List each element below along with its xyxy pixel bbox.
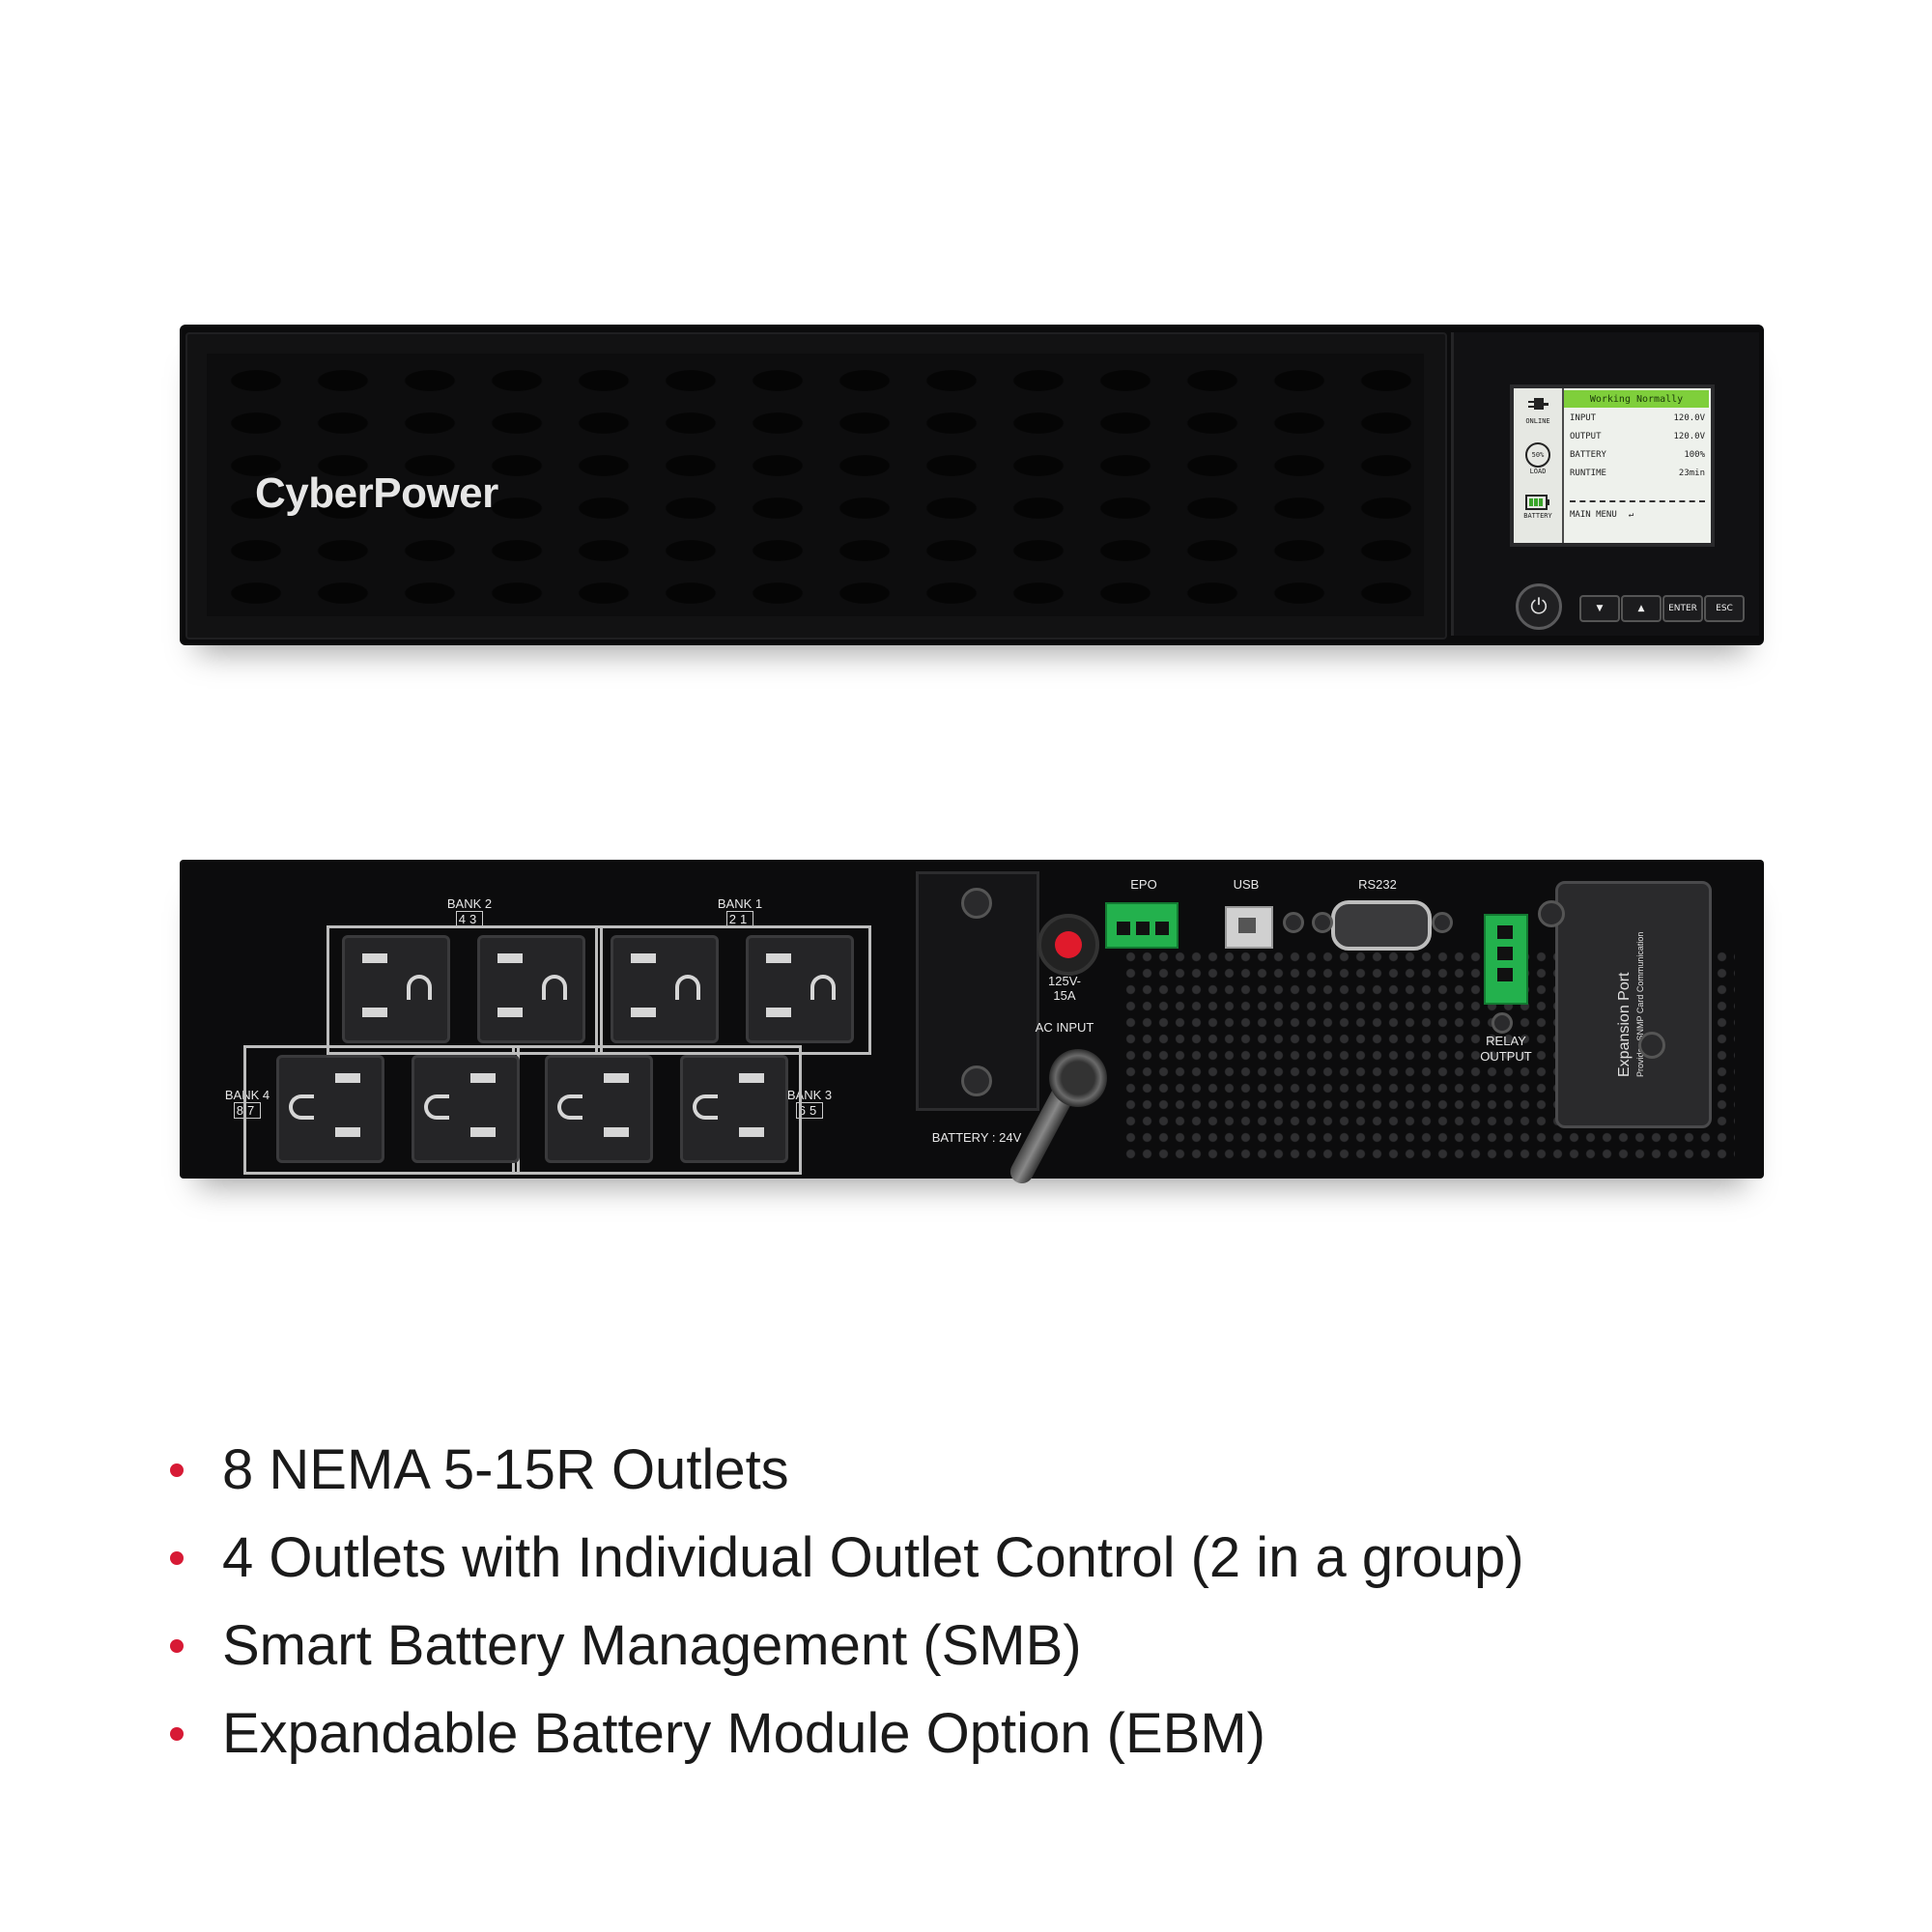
bank-2-label: BANK 2 43 — [446, 896, 493, 927]
epo-label: EPO — [1130, 877, 1157, 892]
lcd-display: ONLINE 50% LOAD BATTERY Working Normally… — [1510, 384, 1715, 547]
screw-icon — [1432, 912, 1453, 933]
screw-icon — [1312, 912, 1333, 933]
ups-front-panel: CyberPower ONLINE 50% LOAD BATTERY Worki… — [180, 325, 1764, 645]
lcd-status-icons: ONLINE 50% LOAD BATTERY — [1514, 388, 1564, 543]
screw-icon — [1538, 900, 1565, 927]
breaker-reset-knob[interactable] — [1055, 931, 1082, 958]
outlet — [412, 1055, 520, 1163]
screw-icon — [1638, 1032, 1665, 1059]
ups-rear-panel: BANK 2 43 BANK 1 21 BANK 4 87 BANK 3 65 — [180, 860, 1764, 1188]
plug-icon: ONLINE — [1518, 394, 1558, 425]
breaker-rating: 125V- 15A — [1048, 974, 1081, 1003]
expansion-port-text: Expansion Port Provides SNMP Card Commun… — [1616, 932, 1645, 1077]
usb-port[interactable] — [1225, 906, 1273, 949]
battery-label: BATTERY — [1523, 512, 1552, 520]
rs232-label: RS232 — [1358, 877, 1397, 892]
outlet — [477, 935, 585, 1043]
relay-terminal-block[interactable] — [1484, 914, 1528, 1005]
screw-icon — [961, 1065, 992, 1096]
down-button[interactable]: ▼ — [1579, 595, 1620, 622]
screw-icon — [1492, 1012, 1513, 1034]
expansion-port-title: Expansion Port — [1616, 972, 1633, 1077]
battery-icon: BATTERY — [1518, 495, 1558, 520]
bullet-dot — [170, 1550, 184, 1565]
bullet-dot — [170, 1638, 184, 1653]
rs232-port[interactable] — [1331, 900, 1432, 951]
lcd-divider — [1570, 500, 1705, 502]
battery-voltage-label: BATTERY : 24V — [931, 1130, 1022, 1145]
load-percent: 50% — [1525, 442, 1550, 468]
bullet-dot — [170, 1463, 184, 1477]
list-item: Expandable Battery Module Option (EBM) — [170, 1690, 1909, 1777]
outlet — [276, 1055, 384, 1163]
bullet-dot — [170, 1726, 184, 1741]
esc-button[interactable]: ESC — [1704, 595, 1745, 622]
screw-icon — [1283, 912, 1304, 933]
bank-1-outline — [595, 925, 871, 1055]
outlet — [342, 935, 450, 1043]
bank-1-label: BANK 1 21 — [717, 896, 763, 927]
outlet — [545, 1055, 653, 1163]
epo-terminal-block[interactable] — [1105, 902, 1179, 949]
feature-list: 8 NEMA 5-15R Outlets 4 Outlets with Indi… — [170, 1426, 1909, 1777]
control-panel: ONLINE 50% LOAD BATTERY Working Normally… — [1451, 332, 1759, 636]
relay-output-label: RELAY OUTPUT — [1480, 1034, 1532, 1064]
screw-icon — [961, 888, 992, 919]
outlet — [746, 935, 854, 1043]
battery-connector-panel — [916, 871, 1039, 1111]
load-gauge-icon: 50% LOAD — [1518, 442, 1558, 475]
bank-2-outline — [327, 925, 603, 1055]
ac-cord-gland — [1049, 1049, 1107, 1107]
front-bezel: CyberPower — [185, 332, 1447, 639]
list-item: 8 NEMA 5-15R Outlets — [170, 1426, 1909, 1514]
outlet — [680, 1055, 788, 1163]
list-item: Smart Battery Management (SMB) — [170, 1602, 1909, 1690]
power-button[interactable]: ⏻ — [1516, 583, 1562, 630]
brand-logo: CyberPower — [255, 469, 498, 517]
usb-label: USB — [1233, 877, 1260, 892]
lcd-status-banner: Working Normally — [1564, 390, 1709, 408]
expansion-port-cover[interactable]: Expansion Port Provides SNMP Card Commun… — [1555, 881, 1712, 1128]
enter-arrow-icon: ↵ — [1628, 510, 1634, 520]
front-vent-grille — [207, 354, 1424, 616]
online-label: ONLINE — [1525, 417, 1550, 425]
list-item: 4 Outlets with Individual Outlet Control… — [170, 1514, 1909, 1602]
circuit-breaker[interactable] — [1037, 914, 1099, 976]
outlet — [611, 935, 719, 1043]
ac-input-label: AC INPUT — [1035, 1020, 1094, 1035]
lcd-main-menu: MAIN MENU↵ — [1570, 510, 1634, 520]
up-button[interactable]: ▲ — [1621, 595, 1662, 622]
bank-3-label: BANK 3 65 — [786, 1088, 833, 1119]
enter-button[interactable]: ENTER — [1662, 595, 1703, 622]
load-label: LOAD — [1529, 468, 1547, 475]
bank-4-label: BANK 4 87 — [224, 1088, 270, 1119]
